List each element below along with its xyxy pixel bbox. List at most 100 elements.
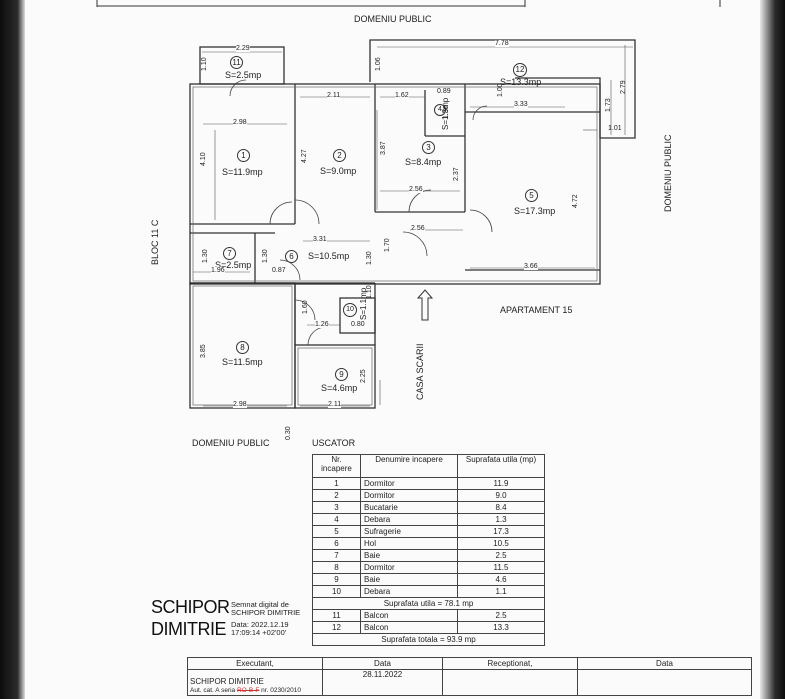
footer-executant-name: SCHIPOR DIMITRIE (190, 677, 264, 686)
cell-area: 8.4 (457, 501, 545, 514)
cell-area: 10.5 (457, 537, 545, 550)
footer-aut-struck: RO-B-F (236, 687, 260, 694)
footer-header-row: Executant, Data Receptionat, Data (187, 657, 752, 670)
cell-nr: 9 (312, 573, 361, 586)
dim-label: 1.01 (608, 125, 622, 132)
cell-nr: 12 (312, 621, 361, 634)
dim-label: 1.70 (384, 238, 391, 252)
floor-plan (96, 0, 721, 409)
signature-signed-by: Semnat digital de (231, 600, 289, 609)
dim-label: 2.11 (328, 401, 342, 408)
table-total-row: Suprafata totala = 93.9 mp (312, 633, 545, 646)
dim-label: 0.30 (285, 426, 292, 440)
cell-name: Dormitor (360, 489, 458, 502)
dim-label: 2.25 (360, 369, 367, 383)
dim-label: 3.85 (200, 344, 207, 358)
table-total-row: Suprafata utila = 78.1 mp (312, 597, 545, 610)
dim-label: 3.87 (380, 141, 387, 155)
total-utila: Suprafata utila = 78.1 mp (312, 597, 545, 610)
cell-name: Dormitor (360, 561, 458, 574)
dim-label: 2.56 (411, 225, 425, 232)
cell-nr: 6 (312, 537, 361, 550)
dim-label: 4.27 (301, 149, 308, 163)
dim-label: 2.79 (620, 80, 627, 94)
footer-executant-header: Executant, (187, 657, 323, 670)
footer-executant-date: 28.11.2022 (322, 669, 443, 696)
dim-label: 0.89 (437, 88, 451, 95)
dim-label: 1.30 (443, 105, 450, 119)
cell-nr: 7 (312, 549, 361, 562)
room-12-number: 12 (513, 63, 527, 77)
cell-name: Debara (360, 585, 458, 598)
cell-nr: 4 (312, 513, 361, 526)
footer-row: SCHIPOR DIMITRIE Aut. cat. A seria RO-B-… (187, 669, 752, 696)
dim-label: 7.78 (495, 40, 509, 47)
cell-name: Debara (360, 513, 458, 526)
dim-label: 1.96 (211, 267, 225, 274)
room-10-number: 10 (343, 303, 357, 317)
cell-nr: 8 (312, 561, 361, 574)
cell-name: Dormitor (360, 477, 458, 490)
scan-left-edge (0, 0, 25, 699)
signature-name-line2: DIMITRIE (151, 619, 227, 639)
label-bloc: BLOC 11 C (150, 219, 160, 265)
dim-label: 2.29 (236, 45, 250, 52)
dim-label: 1.30 (202, 249, 209, 263)
cell-nr: 10 (312, 585, 361, 598)
room-7-number: 7 (223, 247, 236, 260)
room-3-number: 3 (422, 141, 435, 154)
footer-executant-cell: SCHIPOR DIMITRIE Aut. cat. A seria RO-B-… (187, 669, 323, 696)
room-1-number: 1 (237, 149, 250, 162)
label-domeniu-public-right: DOMENIU PUBLIC (663, 134, 673, 212)
footer-date-header-2: Data (577, 657, 752, 670)
dim-label: 2.98 (233, 119, 247, 126)
cell-area: 13.3 (457, 621, 545, 634)
cell-name: Balcon (360, 621, 458, 634)
room-6-number: 6 (285, 250, 298, 263)
dim-label: 1.73 (605, 98, 612, 112)
dim-label: 2.98 (233, 401, 247, 408)
dim-label: 3.33 (514, 101, 528, 108)
footer-receptionat-cell (442, 669, 578, 696)
room-2-area: S=9.0mp (320, 166, 357, 176)
room-5-area: S=17.3mp (514, 206, 556, 216)
label-domeniu-public-top: DOMENIU PUBLIC (354, 14, 432, 24)
dim-label: 4.72 (572, 194, 579, 208)
cell-nr: 5 (312, 525, 361, 538)
cell-nr: 3 (312, 501, 361, 514)
dim-label: 1.00 (497, 83, 504, 97)
cell-area: 11.5 (457, 561, 545, 574)
room-3-area: S=8.4mp (405, 157, 442, 167)
signature-date: Data: 2022.12.19 (231, 620, 289, 629)
room-1-area: S=11.9mp (222, 167, 263, 177)
cell-area: 1.3 (457, 513, 545, 526)
cell-area: 4.6 (457, 573, 545, 586)
room-7-area: S=2.5mp (215, 260, 252, 270)
room-2-number: 2 (333, 149, 346, 162)
dim-label: 1.06 (375, 57, 382, 71)
cell-name: Baie (360, 549, 458, 562)
cell-area: 9.0 (457, 489, 545, 502)
dim-label: 3.31 (313, 236, 327, 243)
cell-name: Hol (360, 537, 458, 550)
cell-area: 17.3 (457, 525, 545, 538)
footer-aut-prefix: Aut. cat. A seria (190, 687, 237, 694)
footer-receptionat-header: Receptionat, (442, 657, 578, 670)
scan-right-edge (760, 0, 785, 699)
document-sheet: 11 S=2.5mp 12 S=13.3mp 1 S=11.9mp 2 S=9.… (25, 0, 760, 699)
room-8-number: 8 (236, 341, 249, 354)
cell-name: Bucatarie (360, 501, 458, 514)
dim-label: 2.37 (453, 167, 460, 181)
signature-name-line1: SCHIPOR (151, 597, 230, 617)
cell-nr: 1 (312, 477, 361, 490)
dim-label: 2.11 (327, 92, 341, 99)
